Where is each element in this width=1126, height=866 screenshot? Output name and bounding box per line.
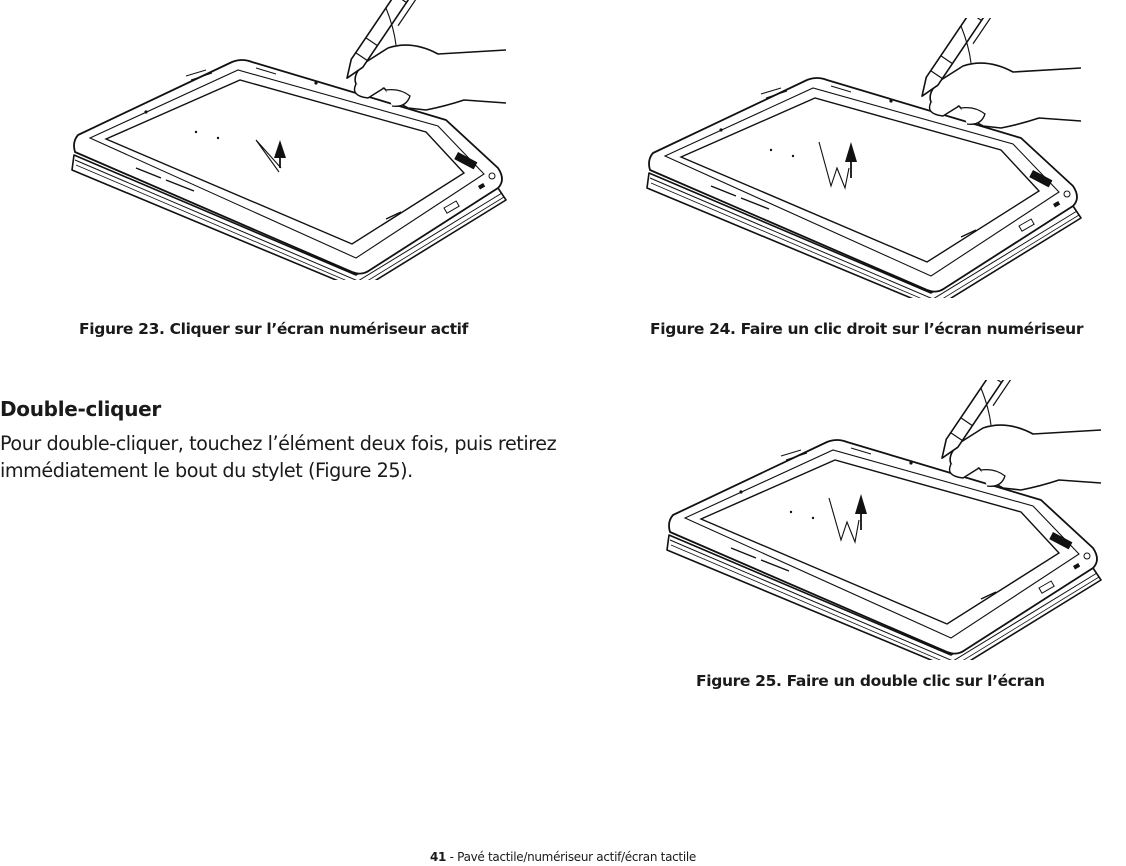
footer-text: - Pavé tactile/numériseur actif/écran ta… bbox=[446, 850, 697, 864]
figure-24-caption: Figure 24. Faire un clic droit sur l’écr… bbox=[650, 320, 1084, 338]
figure-25-caption: Figure 25. Faire un double clic sur l’éc… bbox=[696, 672, 1045, 690]
figure-23-caption: Figure 23. Cliquer sur l’écran numériseu… bbox=[79, 320, 469, 338]
page-number: 41 bbox=[430, 850, 447, 864]
figure-24-illustration bbox=[636, 18, 1096, 298]
figure-25-illustration bbox=[646, 380, 1126, 660]
tablet-pen-double-tap-icon bbox=[828, 494, 867, 544]
section-paragraph: Pour double-cliquer, touchez l’élément d… bbox=[0, 432, 557, 482]
figure-23-illustration bbox=[66, 0, 516, 280]
section-heading: Double-cliquer bbox=[0, 397, 161, 421]
tablet-pen-single-tap-icon bbox=[255, 139, 286, 173]
tablet-pen-right-click-icon bbox=[818, 141, 857, 190]
page-footer: 41 - Pavé tactile/numériseur actif/écran… bbox=[0, 850, 1126, 864]
